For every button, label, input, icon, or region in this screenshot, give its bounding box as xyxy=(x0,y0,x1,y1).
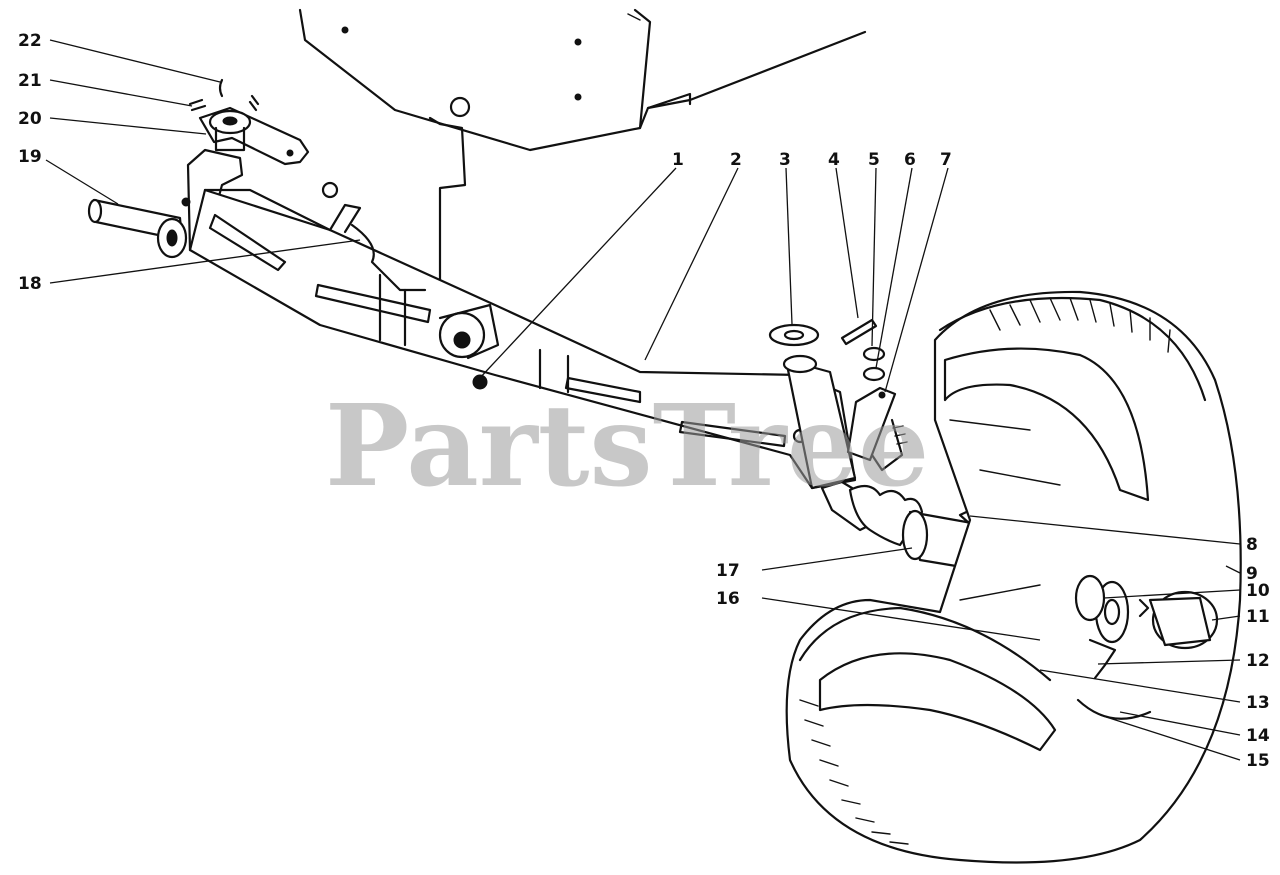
callout-9: 9 xyxy=(1246,564,1258,584)
callout-1: 1 xyxy=(672,150,684,170)
watermark: PartsTree xyxy=(325,381,929,512)
tractor-body-panel xyxy=(298,8,867,312)
callout-18: 18 xyxy=(18,274,42,294)
callout-11: 11 xyxy=(1246,607,1270,627)
callout-3: 3 xyxy=(779,150,791,170)
callout-5: 5 xyxy=(868,150,880,170)
callout-8: 8 xyxy=(1246,535,1258,555)
callout-19: 19 xyxy=(18,147,42,167)
leader-lines xyxy=(45,39,1241,761)
axle-pivot-rod xyxy=(87,198,188,259)
tire-wheel-assembly xyxy=(785,290,1242,864)
callout-4: 4 xyxy=(828,150,840,170)
callout-15: 15 xyxy=(1246,751,1270,771)
callout-20: 20 xyxy=(18,109,42,129)
callout-22: 22 xyxy=(18,31,42,51)
callout-10: 10 xyxy=(1246,581,1270,601)
callout-17: 17 xyxy=(716,561,740,581)
callout-14: 14 xyxy=(1246,726,1270,746)
callout-6: 6 xyxy=(904,150,916,170)
callout-13: 13 xyxy=(1246,693,1270,713)
spindle-hardware xyxy=(768,318,908,532)
callout-12: 12 xyxy=(1246,651,1270,671)
callout-21: 21 xyxy=(18,71,42,91)
callout-16: 16 xyxy=(716,589,740,609)
callout-7: 7 xyxy=(940,150,952,170)
front-axle-beam xyxy=(188,181,857,490)
callout-2: 2 xyxy=(730,150,742,170)
callout-labels: 22 21 20 19 18 1 2 3 4 5 6 7 8 9 10 11 1… xyxy=(18,31,1270,771)
